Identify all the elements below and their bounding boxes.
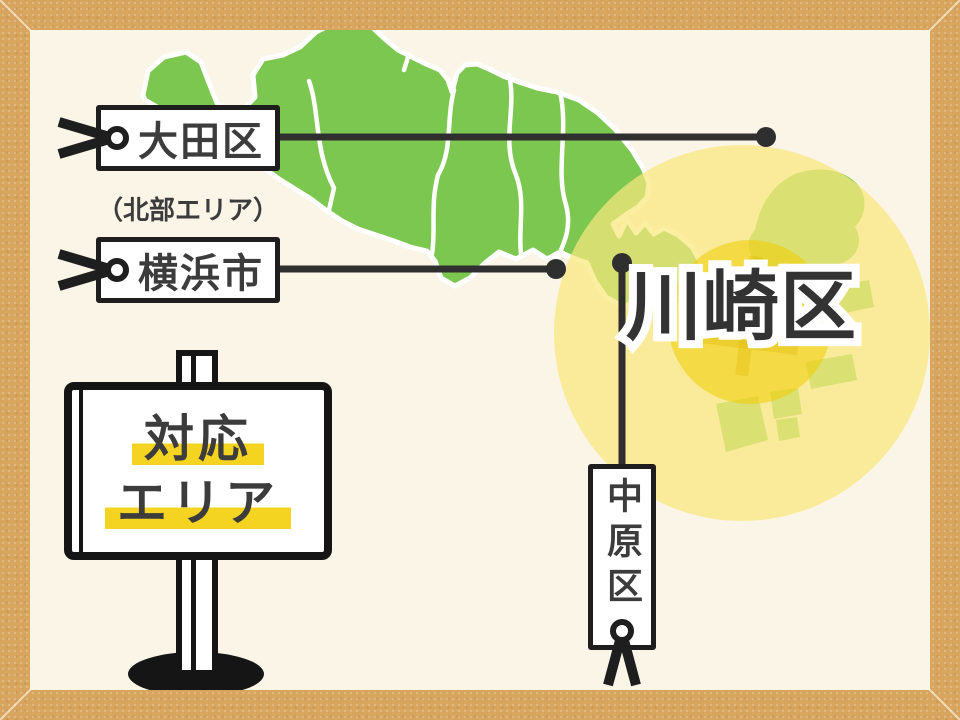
ward-boundary	[429, 87, 457, 257]
tag-hole-icon	[105, 126, 129, 150]
tag-string-icon	[57, 249, 129, 291]
highlight-glow-inner	[668, 240, 832, 404]
endpoint-dot-ota	[756, 127, 776, 147]
ward-boundary	[506, 72, 524, 257]
endpoint-dot-nakahara	[612, 253, 632, 273]
sign-line-1-text: 対応	[132, 411, 264, 467]
sign-pole-bottom	[176, 550, 218, 676]
frame-left	[0, 0, 30, 720]
sign-line-2: エリア	[105, 471, 291, 535]
kawasaki-ku-label-outline: 川崎区	[618, 262, 864, 354]
sign-line-2-text: エリア	[105, 475, 291, 531]
kawasaki-ku-label: 川崎区 川崎区	[618, 262, 864, 354]
tag-hole-icon	[105, 258, 129, 282]
tag-yokohama-label: 横浜市	[138, 252, 264, 296]
tag-ota-label: 大田区	[138, 120, 264, 164]
tag-ota: 大田区	[57, 105, 280, 171]
tag-nakahara: 中原区	[588, 464, 656, 687]
tag-nakahara-label: 中原区	[602, 477, 643, 612]
ward-boundary	[553, 89, 571, 265]
sign-line-1: 対応	[132, 407, 264, 471]
frame-right	[930, 0, 960, 720]
frame-top	[0, 0, 960, 30]
kawasaki-ku-label-text: 川崎区	[626, 265, 857, 350]
endpoint-dot-yokohama	[546, 259, 566, 279]
ward-boundary	[401, 51, 412, 73]
street-grid	[694, 255, 814, 377]
tag-yokohama: 横浜市	[57, 237, 280, 303]
board-seam	[79, 390, 83, 552]
pole-seam	[191, 356, 196, 386]
service-area-sign: 対応 エリア	[64, 382, 332, 560]
tag-hole-icon	[610, 619, 634, 643]
tag-string-icon	[57, 117, 129, 159]
tag-string-icon	[603, 619, 641, 687]
frame-bottom	[0, 690, 960, 720]
pole-seam	[191, 556, 196, 670]
north-area-note: （北部エリア）	[96, 195, 279, 225]
